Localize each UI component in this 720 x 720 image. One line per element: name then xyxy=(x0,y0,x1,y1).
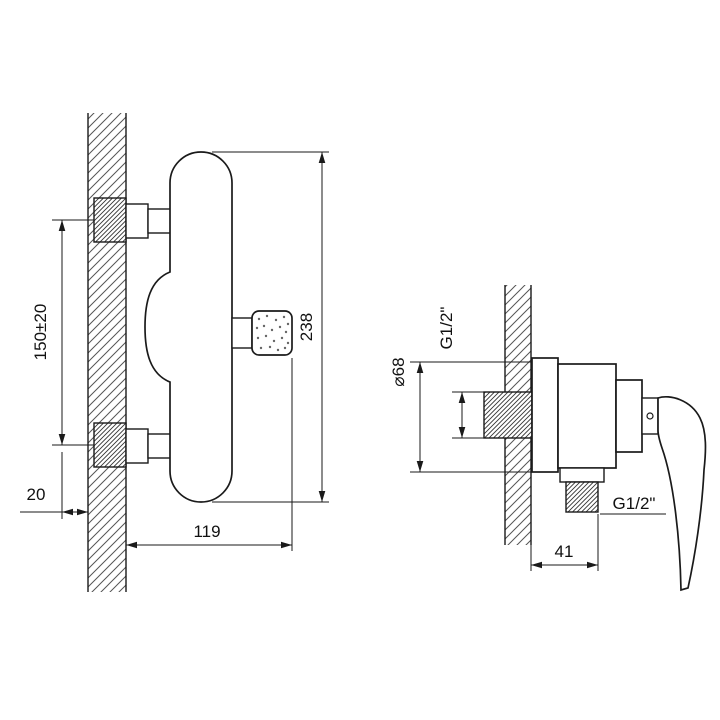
knob-knurl-dots xyxy=(255,314,290,352)
outlet-shoulder xyxy=(559,467,605,483)
arrowhead xyxy=(318,491,326,502)
arrowhead xyxy=(458,427,466,438)
handle-stem-front xyxy=(231,317,253,349)
dimension-wall-offset: 20 xyxy=(20,452,88,519)
inlet-thread-tail xyxy=(483,391,533,439)
wall-section-front xyxy=(87,113,127,592)
connector-adapter-bottom xyxy=(147,433,173,459)
arrowhead xyxy=(416,461,424,472)
arrowhead xyxy=(77,508,88,516)
wall-hatch-front xyxy=(88,113,126,592)
arrowhead xyxy=(318,152,326,163)
dimension-body-width: 119 xyxy=(126,358,293,551)
dim-label-inlet-thread: G1/2" xyxy=(437,307,456,350)
dimension-depth: 41 xyxy=(530,514,599,571)
dim-label-outlet-thread: G1/2" xyxy=(613,494,656,513)
faucet-body-front xyxy=(144,151,233,503)
inlet-connector-top xyxy=(93,197,173,243)
body-main xyxy=(557,363,617,469)
arrowhead xyxy=(58,434,66,445)
thread-tail-top xyxy=(93,197,127,243)
arrowhead xyxy=(126,541,137,549)
arrowhead xyxy=(458,392,466,403)
knob-body xyxy=(251,310,293,356)
dimension-inlet-spacing: 150±20 xyxy=(31,219,94,446)
arrowhead xyxy=(62,508,73,516)
dim-label-flange-diameter: ⌀68 xyxy=(389,357,408,386)
dimension-flange-diameter: ⌀68 xyxy=(389,357,532,473)
dimension-body-height: 238 xyxy=(212,151,329,503)
body-neck xyxy=(615,379,643,453)
arrowhead xyxy=(587,561,598,569)
connector-adapter-top xyxy=(147,208,173,234)
connector-nut-top xyxy=(125,203,149,239)
outlet-nipple-thread xyxy=(565,481,599,513)
wall-flange xyxy=(531,357,559,473)
dim-label-body-width: 119 xyxy=(193,522,220,541)
dimension-inlet-thread: G1/2" xyxy=(437,307,484,439)
arrowhead xyxy=(58,220,66,231)
inlet-connector-bottom xyxy=(93,422,173,468)
arrowhead xyxy=(416,362,424,373)
front-view: 150±20 20 119 238 xyxy=(20,113,329,592)
hub-screw xyxy=(646,412,654,420)
dim-label-wall-offset: 20 xyxy=(27,485,46,504)
dim-label-depth: 41 xyxy=(555,542,574,561)
thread-tail-bottom xyxy=(93,422,127,468)
arrowhead xyxy=(281,541,292,549)
side-view: ⌀68 G1/2" G1/2" 41 xyxy=(389,285,707,592)
handle-knob-front xyxy=(251,310,293,356)
dim-label-body-height: 238 xyxy=(297,313,316,341)
connector-nut-bottom xyxy=(125,428,149,464)
inlet-thread-side xyxy=(483,391,533,439)
dim-label-inlet-spacing: 150±20 xyxy=(31,304,50,361)
label-outlet-thread: G1/2" xyxy=(600,494,666,515)
faucet-body-side xyxy=(531,357,707,592)
arrowhead xyxy=(531,561,542,569)
handle-lever-side xyxy=(657,396,707,592)
